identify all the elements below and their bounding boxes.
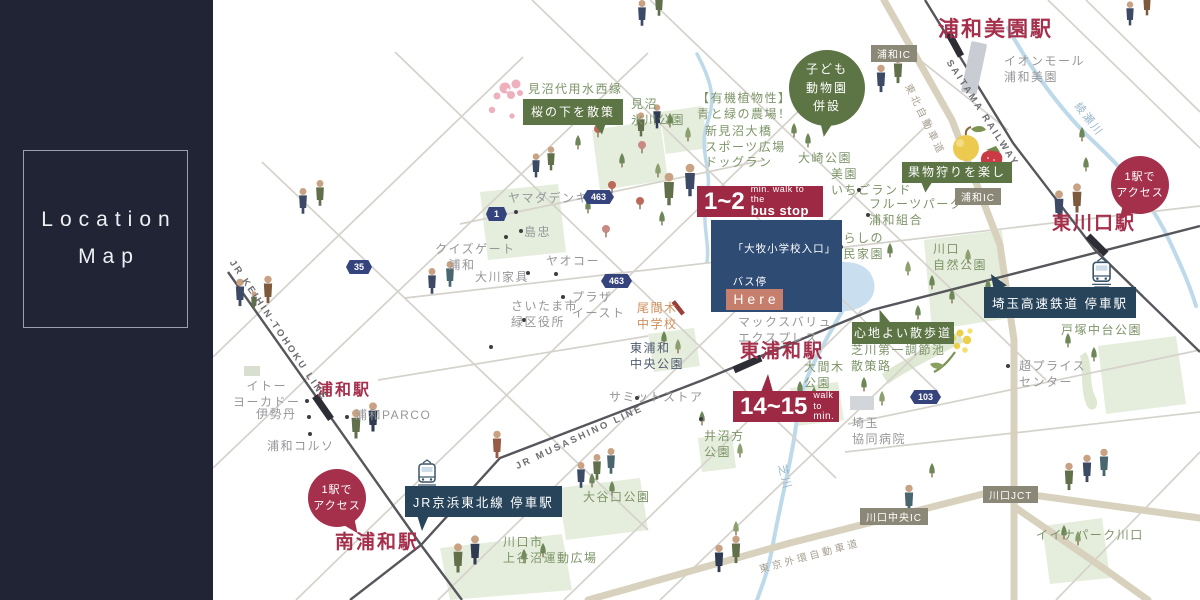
misono-ichigo-land-label: 美園 いちごランド xyxy=(831,167,913,197)
station-walk-caption1: walk to xyxy=(813,390,834,411)
kawaguchi-nature-park-label: 川口 自然公園 xyxy=(933,242,988,272)
minuma-hikawa-park-label: 見沼 氷川公園 xyxy=(631,97,686,127)
route-463-shield-b: 463 xyxy=(601,274,633,288)
aeon-mall-label: イオンモール 浦和美園 xyxy=(1004,54,1086,84)
kawaguchi-jct-badge: 川口JCT xyxy=(983,486,1039,503)
kawaguchi-chuo-ic-badge: 川口中央IC xyxy=(860,508,928,525)
station-walk-minutes: 14~15 xyxy=(740,392,808,420)
kids-zoo-line2: 動物園 xyxy=(805,80,848,95)
sidebar-panel: Location Map xyxy=(0,0,213,600)
page-title-line2: Map xyxy=(78,245,140,268)
maxvalu-express-label: マックスバリュ エクスプレス xyxy=(738,315,833,345)
shimachu-label: 島忠 xyxy=(524,225,552,239)
higashi-kawaguchi-station-label: 東川口駅 xyxy=(1052,213,1137,234)
tozuka-nakadai-park-label: 戸塚中台公園 xyxy=(1061,323,1143,337)
minuma-daiyosui-seien-label: 見沼代用水西縁 xyxy=(528,82,623,96)
inumagata-park-label: 井沼方 公園 xyxy=(704,429,745,459)
fruit-picking-badge: 果物狩りを楽しむ xyxy=(902,162,1012,200)
bus-stop-name-line1: 「大牧小学校入口」 xyxy=(732,242,837,255)
osaki-park-label: 大崎公園 xyxy=(798,151,853,165)
urawa-misono-station-label: 浦和美園駅 xyxy=(938,18,1053,41)
station-walk-time-badge: 14~15 walk to min. xyxy=(733,374,839,423)
kids-zoo-line1: 子ども xyxy=(805,62,848,77)
higashi-urawa-chuo-park-label: 東浦和 中央公園 xyxy=(630,341,685,371)
shibakawa-river-label: 芝川 xyxy=(775,463,794,492)
urawa-parco-label: 浦和PARCO xyxy=(355,408,432,422)
yamada-denki-label: ヤマダデンキ xyxy=(508,191,590,205)
ayase-river-label: 綾瀬川 xyxy=(1071,100,1106,139)
yaoko-label: ヤオコー xyxy=(546,254,601,268)
bus-walk-minutes: 1~2 xyxy=(704,187,745,215)
shin-minuma-sports-label: 新見沼大橋 スポーツ広場 ドッグラン xyxy=(705,124,786,170)
kids-zoo-line3: 併設 xyxy=(812,99,841,114)
fruit-park-union-label: フルーツパーク 浦和組合 xyxy=(869,197,964,227)
bus-walk-time-badge: 1~2 min. walk to the bus stop xyxy=(697,183,823,219)
organic-farm-label: 【有機植物性】 青と緑の農場！ xyxy=(697,91,792,121)
bus-stop-name-line2: バス停 xyxy=(732,276,768,289)
urawa-ic-badge-mid: 浦和IC xyxy=(955,188,1001,205)
route-1-shield: 1 xyxy=(486,207,508,221)
saitama-midori-ward-label: さいたま市 緑区役所 xyxy=(511,299,579,329)
omagi-park-label: 大間木 公園 xyxy=(804,360,845,390)
okawa-kagu-label: 大川家具 xyxy=(475,270,530,284)
route-35-shield: 35 xyxy=(346,260,373,274)
access-right-line1: 1駅で xyxy=(1124,170,1156,183)
iina-park-label: イイナパーク川口 xyxy=(1036,528,1144,542)
pleasant-walkway-badge: 心地よい散歩道 xyxy=(852,322,954,344)
access-left-line2: アクセス xyxy=(313,500,361,512)
page-title-line1: Location xyxy=(41,208,177,232)
page-title: Location Map xyxy=(23,150,188,328)
access-left-line1: 1駅で xyxy=(321,483,353,496)
summit-store-label: サミットストア xyxy=(609,390,704,404)
saitama-railway-stop-badge: 埼玉高速鉄道 停車駅 xyxy=(984,287,1136,318)
urawa-ic-badge-top: 浦和IC xyxy=(871,45,917,62)
here-marker: Here xyxy=(726,289,783,310)
jr-musashino-line-label: JR MUSASHINO LINE xyxy=(514,402,646,472)
one-stop-access-badge-left: 1駅で アクセス xyxy=(308,469,366,527)
minami-urawa-station-label: 南浦和駅 xyxy=(335,532,420,553)
isetan-label: 伊勢丹 xyxy=(256,407,297,421)
cho-price-center-label: 超プライス センター xyxy=(1019,359,1087,389)
saitama-kyodo-hospital-label: 埼玉 協同病院 xyxy=(852,416,907,446)
omagi-junior-high-label: 尾間木 中学校 xyxy=(637,301,678,331)
shibakawa-walk-path-label: 芝川第一調節池 散策路 xyxy=(851,343,946,373)
sakura-blossom-icon xyxy=(488,79,531,119)
sakura-walk-badge: 桜の下を散策 xyxy=(523,99,623,125)
oyaguchi-park-label: 大谷口公園 xyxy=(583,490,651,504)
one-stop-access-badge-right: 1駅で アクセス xyxy=(1111,156,1169,214)
plaza-east-label: プラザ イースト xyxy=(572,290,626,320)
jr-keihin-stop-badge: JR京浜東北線 停車駅 xyxy=(405,486,562,531)
gaikan-expressway-label: 東京外環自動車道 xyxy=(758,538,862,576)
access-right-line2: アクセス xyxy=(1116,187,1164,199)
route-103-shield: 103 xyxy=(910,390,942,404)
bus-walk-caption2: bus stop xyxy=(750,203,809,219)
urawa-corso-label: 浦和コルソ xyxy=(267,439,335,453)
higashi-urawa-station-label: 東浦和駅 xyxy=(740,341,825,362)
station-walk-caption2: min. xyxy=(813,411,835,423)
urawa-station-label: 浦和駅 xyxy=(317,382,372,399)
ito-yokado-label: イトー ヨーカドー xyxy=(233,379,301,409)
tohoku-expressway-label: 東北自動車道 xyxy=(902,82,947,158)
route-463-shield-a: 463 xyxy=(583,190,615,204)
kamiyanuma-ground-label: 川口市 上谷沼運動広場 xyxy=(503,535,598,565)
kids-zoo-badge: 子ども 動物園 併設 xyxy=(789,50,865,126)
quiz-gate-urawa-label: クイズゲート 浦和 xyxy=(435,242,516,272)
bus-walk-caption1: min. walk to the xyxy=(750,183,805,205)
